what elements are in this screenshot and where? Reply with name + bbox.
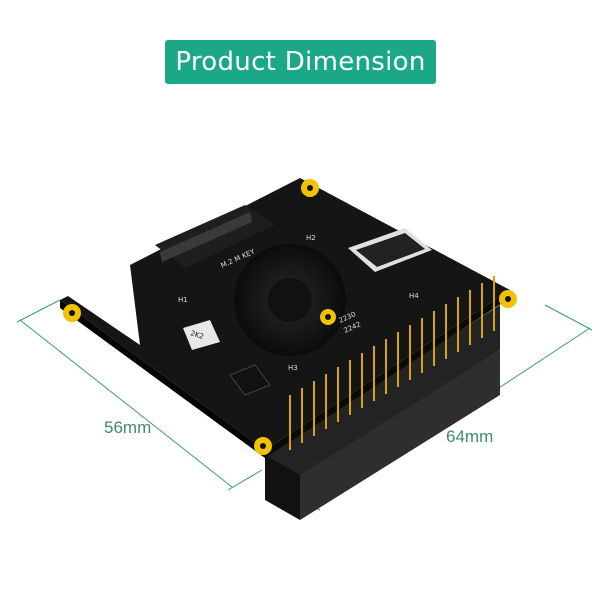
width-tick-right (227, 469, 263, 491)
oscillator-chip (183, 320, 220, 350)
gpio-header (265, 305, 500, 520)
width-tick-left (16, 299, 61, 323)
hole-label-1: H1 (178, 296, 188, 304)
length-tick-right (544, 304, 593, 331)
hole-label-4: H4 (409, 292, 419, 300)
pcb-board (60, 178, 510, 458)
hole-label-2: H2 (306, 234, 316, 242)
page-title: Product Dimension (165, 40, 436, 84)
chip-label: 2K2 (189, 329, 204, 341)
hole-label-3: H3 (288, 364, 298, 372)
width-dimension-label: 56mm (104, 418, 152, 437)
mounting-holes (63, 179, 517, 455)
gpio-pins (289, 276, 495, 450)
width-dimension-line (19, 319, 233, 488)
length-dimension-label: 64mm (446, 427, 494, 446)
ic-chip (229, 364, 271, 396)
